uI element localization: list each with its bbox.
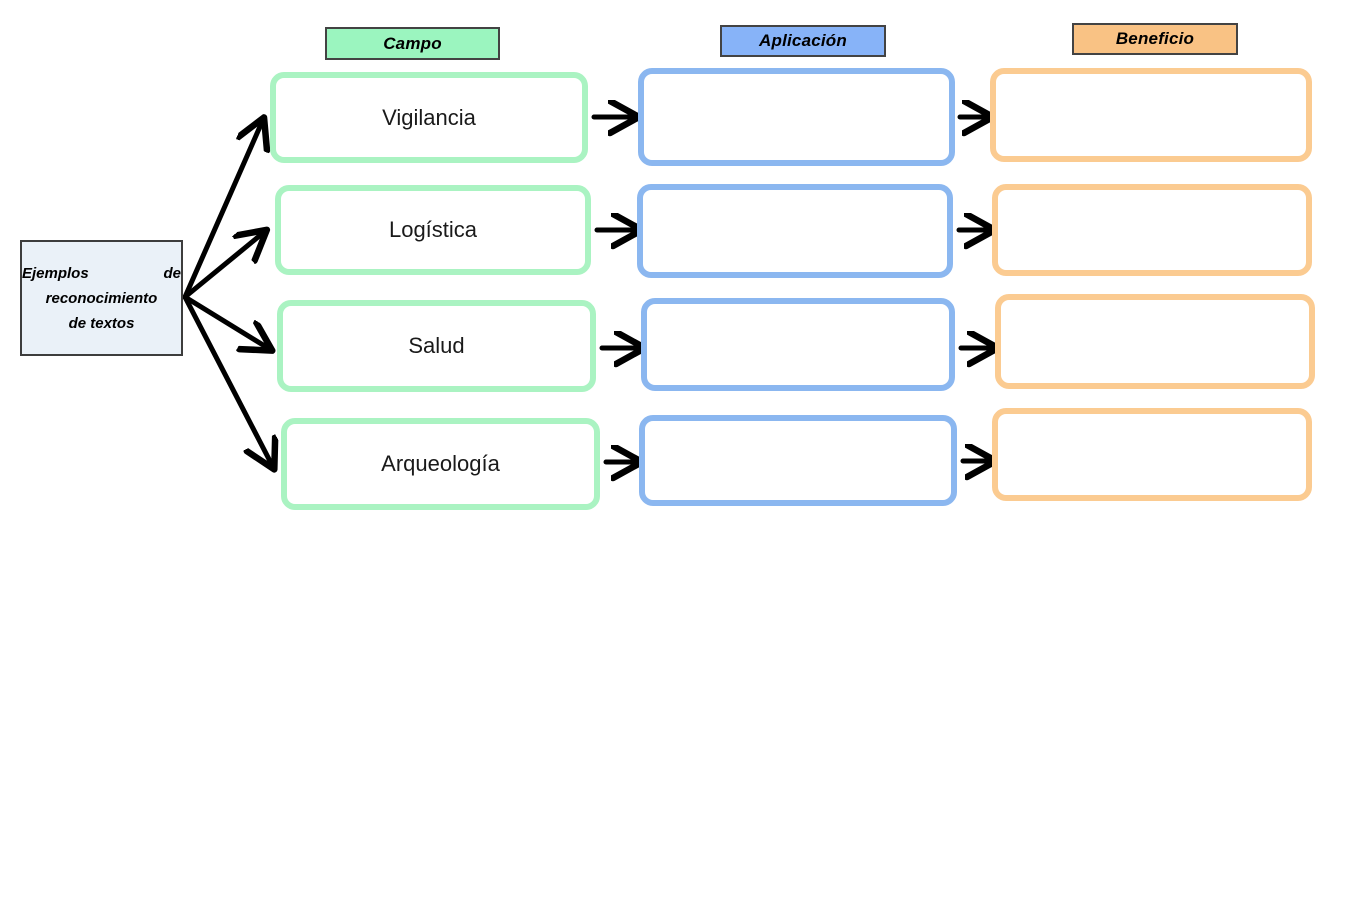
beneficio-box-row1[interactable] [990, 68, 1312, 162]
beneficio-box-row2[interactable] [992, 184, 1312, 276]
column-header-campo[interactable]: Campo [325, 27, 500, 60]
root-node[interactable]: Ejemplos de reconocimiento de textos [20, 240, 183, 356]
connector-root-to-row3 [182, 294, 268, 348]
root-node-line-2: reconocimiento [45, 289, 158, 307]
column-header-beneficio[interactable]: Beneficio [1072, 23, 1238, 55]
beneficio-box-row4[interactable] [992, 408, 1312, 501]
campo-box-row1[interactable]: Vigilancia [270, 72, 588, 163]
aplicacion-box-row2[interactable] [637, 184, 953, 278]
root-node-line-3: de textos [68, 314, 135, 332]
aplicacion-box-row1[interactable] [638, 68, 955, 166]
aplicacion-box-row4[interactable] [639, 415, 957, 506]
connector-root-to-row1 [182, 122, 262, 300]
column-header-aplicacion[interactable]: Aplicación [720, 25, 886, 57]
connector-root-to-row2 [182, 233, 263, 300]
campo-box-row4[interactable]: Arqueología [281, 418, 600, 510]
aplicacion-box-row3[interactable] [641, 298, 955, 391]
connector-root-to-row4 [182, 294, 272, 465]
campo-box-row2[interactable]: Logística [275, 185, 591, 275]
root-node-line-1: Ejemplos de [22, 264, 181, 282]
beneficio-box-row3[interactable] [995, 294, 1315, 389]
campo-box-row3[interactable]: Salud [277, 300, 596, 392]
